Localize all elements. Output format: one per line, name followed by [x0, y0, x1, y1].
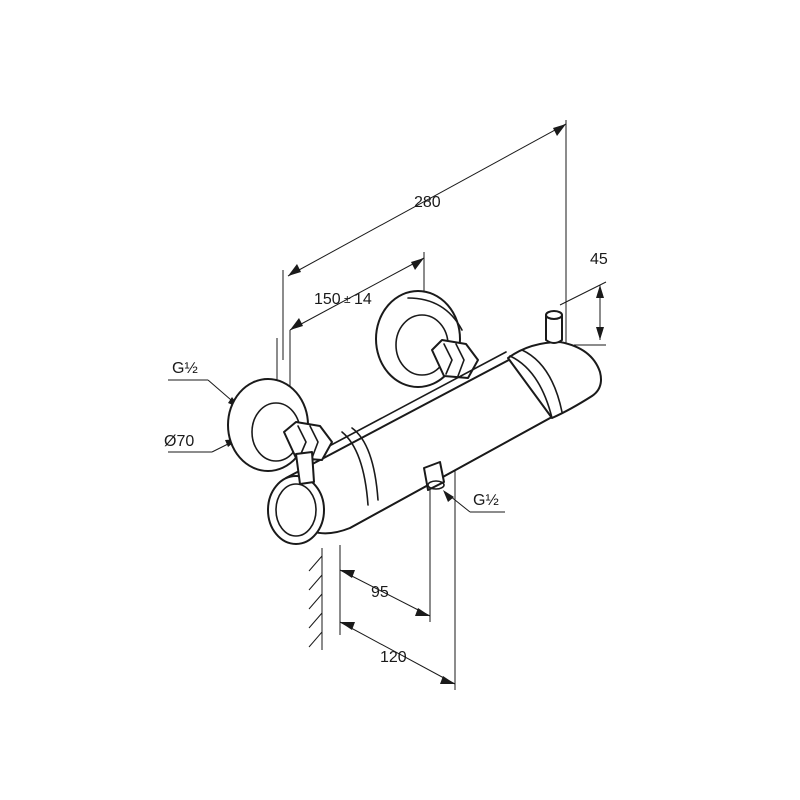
label-outlet-thread: G½: [473, 492, 499, 509]
dimension-95: [339, 490, 431, 622]
label-inlet-thread: G½: [172, 360, 198, 377]
flow-handle: [267, 475, 325, 545]
label-rosette-diameter: Ø70: [164, 433, 194, 450]
label-120: 120: [380, 649, 407, 666]
front-lever: [295, 451, 315, 485]
label-280: 280: [414, 194, 441, 211]
dimension-45: [559, 281, 607, 346]
dimension-120: [339, 448, 456, 690]
outlet-stub: [423, 461, 445, 491]
temperature-handle: [507, 341, 602, 419]
inlet-nut-back: [431, 339, 479, 379]
label-45: 45: [590, 251, 608, 268]
dimension-280: [282, 120, 567, 360]
label-150: 150 ± 14: [314, 291, 372, 308]
wall-hatching: [308, 548, 323, 650]
top-knob: [545, 310, 563, 344]
label-95: 95: [371, 584, 389, 601]
body-ring: [341, 427, 379, 506]
